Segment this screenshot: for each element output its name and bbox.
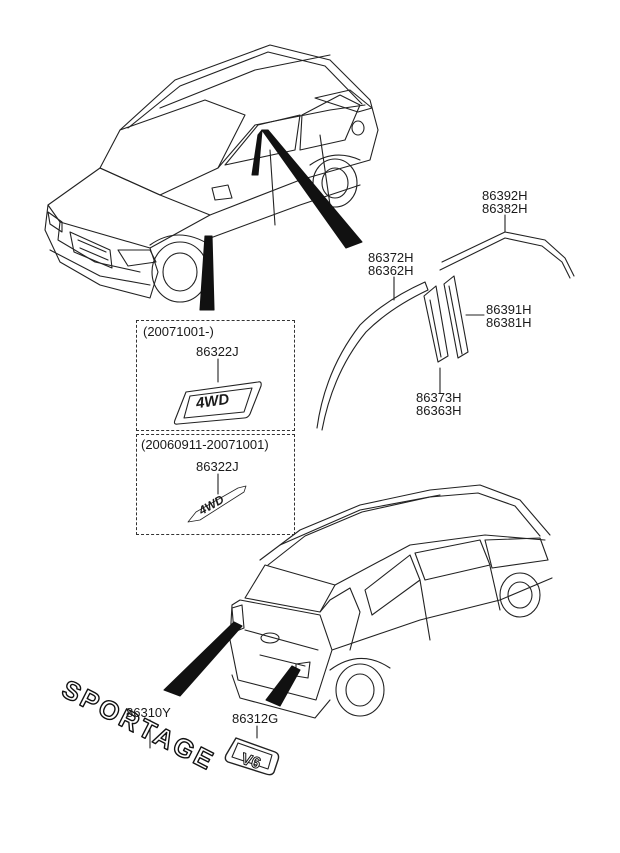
sportage-emblem-text: SPORTAGE xyxy=(57,674,220,777)
pointer-wedge xyxy=(199,235,215,311)
part-label-86363H: 86363H xyxy=(416,403,462,418)
part-label-86362H: 86362H xyxy=(368,263,414,278)
part-label-86381H: 86381H xyxy=(486,315,532,330)
emblem-4wd-old xyxy=(187,485,247,523)
part-label-86382H: 86382H xyxy=(482,201,528,216)
part-label-86391H: 86391H xyxy=(486,302,532,317)
v6-emblem-text: V6 xyxy=(239,751,263,773)
pointer-wedge xyxy=(163,621,243,697)
variant-date-range: (20060911-20071001) xyxy=(141,437,269,452)
part-label-86310Y: 86310Y xyxy=(126,705,171,720)
pointer-wedge xyxy=(251,129,263,176)
window-trim-strips xyxy=(316,231,575,431)
part-label-86312G: 86312G xyxy=(232,711,279,726)
emblem-v6: V6 xyxy=(224,737,280,776)
pointer-wedge xyxy=(265,665,301,707)
pointer-wedge xyxy=(261,129,363,249)
variant-date-range: (20071001-) xyxy=(143,324,214,339)
variant-box-1 xyxy=(136,320,295,431)
rear-car-illustration xyxy=(229,484,553,719)
part-label-86392H: 86392H xyxy=(482,188,528,203)
variant-part-number: 86322J xyxy=(196,344,239,359)
emblem-4wd-new xyxy=(173,381,262,425)
variant-box-2 xyxy=(136,434,295,535)
emblem-sportage: SPORTAGE xyxy=(57,673,222,777)
part-label-86373H: 86373H xyxy=(416,390,462,405)
variant-part-number: 86322J xyxy=(196,459,239,474)
part-label-86372H: 86372H xyxy=(368,250,414,265)
